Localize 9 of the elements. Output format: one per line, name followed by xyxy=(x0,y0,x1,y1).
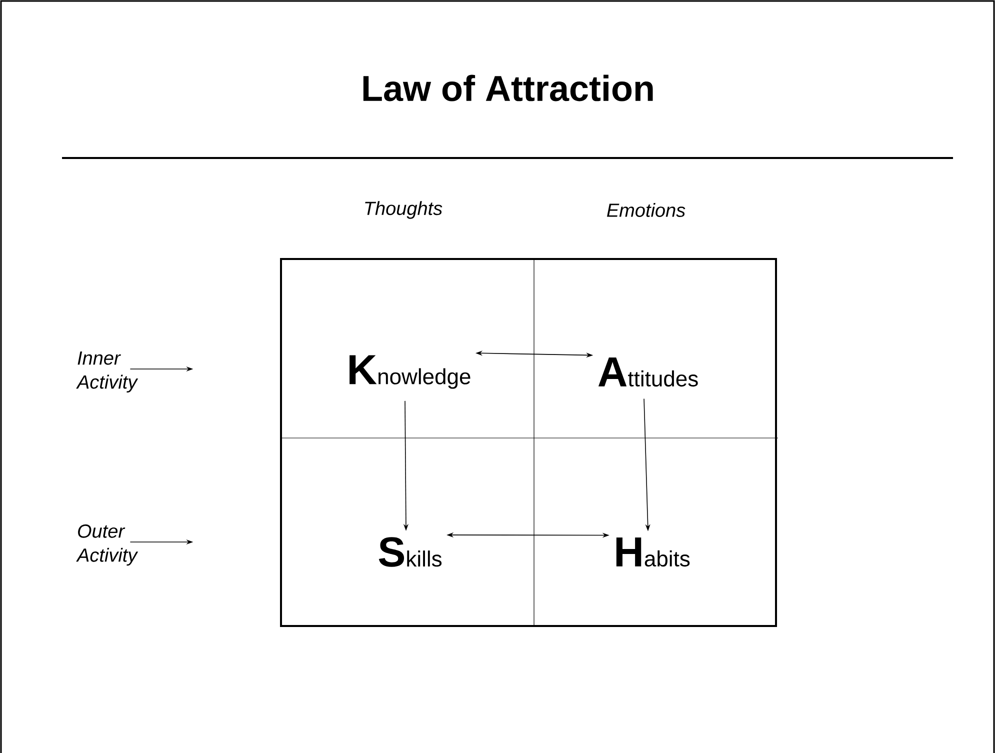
quadrant-label: Knowledge xyxy=(350,355,470,389)
side-label: Outer Activity xyxy=(76,524,138,566)
side-label: Inner Activity xyxy=(76,352,138,392)
quadrant-label: Habits xyxy=(616,537,690,567)
column-heading: Thoughts xyxy=(365,201,442,219)
quadrant-label: Attitudes xyxy=(598,357,698,387)
column-heading: Emotions xyxy=(607,203,686,217)
title: Law of Attraction xyxy=(363,74,653,102)
quadrant-label: Skills xyxy=(378,537,442,567)
